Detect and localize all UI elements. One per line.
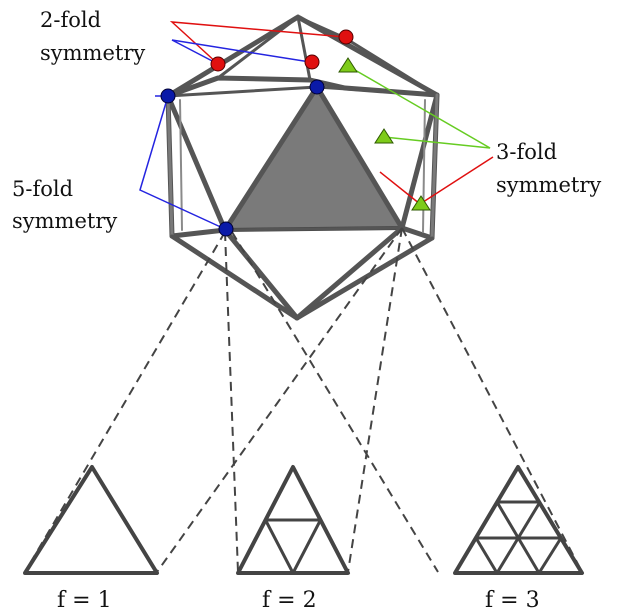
- internal-edge: [399, 225, 435, 241]
- threefold-marker: [338, 57, 358, 73]
- apex-edge: [296, 15, 312, 82]
- fivefold-markers: [160, 79, 325, 237]
- projection-line: [231, 231, 439, 573]
- apex-edge: [343, 36, 439, 97]
- apex-edge: [216, 15, 300, 80]
- back-edge: [166, 94, 174, 238]
- triangle-f2: [236, 465, 350, 575]
- projection-line: [347, 227, 403, 573]
- twofold-markers: [210, 29, 354, 72]
- twofold-marker: [338, 29, 354, 45]
- pointer-line: [171, 39, 311, 63]
- internal-edge: [314, 84, 405, 231]
- pointer-line: [379, 171, 421, 205]
- pointer-line: [171, 39, 219, 65]
- internal-edge: [399, 92, 440, 231]
- internal-edge: [222, 227, 300, 321]
- f3-label: f = 3: [485, 588, 540, 613]
- back-edge: [295, 236, 434, 320]
- fivefold-label-line1: 5-fold: [12, 177, 73, 201]
- projection-line: [24, 231, 226, 573]
- triangle-subdivision: [264, 518, 322, 575]
- pointer-line: [419, 156, 494, 205]
- twofold-label-line1: 2-fold: [40, 8, 101, 32]
- threefold-pointer-lines: [347, 65, 491, 149]
- apex-edge: [296, 15, 347, 40]
- internal-edge: [223, 226, 404, 232]
- back-edge: [430, 93, 439, 240]
- projection-lines: [24, 227, 583, 573]
- fivefold-marker: [160, 88, 176, 104]
- f2-label: f = 2: [262, 588, 317, 613]
- triangle-outline: [453, 465, 584, 575]
- internal-edge: [294, 225, 405, 321]
- fivefold-marker: [218, 221, 234, 237]
- threefold-label-line1: 3-fold: [496, 140, 557, 164]
- threefold-label-line2: symmetry: [496, 173, 601, 197]
- internal-edge: [222, 84, 320, 233]
- projection-line: [156, 227, 403, 573]
- f1-label: f = 1: [57, 588, 112, 613]
- fivefold-label-line2: symmetry: [12, 209, 117, 233]
- internal-edge: [165, 93, 228, 233]
- threefold-marker: [411, 195, 431, 211]
- projection-line: [401, 227, 583, 573]
- back-edge: [422, 99, 426, 233]
- icosahedron: [165, 14, 440, 321]
- internal-edge: [169, 227, 228, 239]
- threefold-marker: [374, 128, 394, 144]
- pointer-line: [347, 65, 491, 149]
- projection-line: [224, 231, 239, 573]
- twofold-marker: [210, 56, 226, 72]
- triangle-f1: [23, 465, 159, 575]
- triangle-f3: [453, 465, 584, 575]
- pointer-line: [139, 95, 226, 230]
- triangle-subdivision: [474, 500, 563, 574]
- twofold-pointer-lines: [169, 21, 494, 205]
- twofold-label-line2: symmetry: [40, 41, 145, 65]
- shaded-triangular-face: [223, 85, 404, 232]
- back-edge: [179, 99, 183, 231]
- twofold-marker: [304, 54, 320, 70]
- back-edge: [170, 234, 299, 320]
- fivefold-marker: [309, 79, 325, 95]
- threefold-markers: [338, 57, 431, 211]
- pointer-line: [169, 21, 346, 65]
- triangle-outline: [23, 465, 159, 575]
